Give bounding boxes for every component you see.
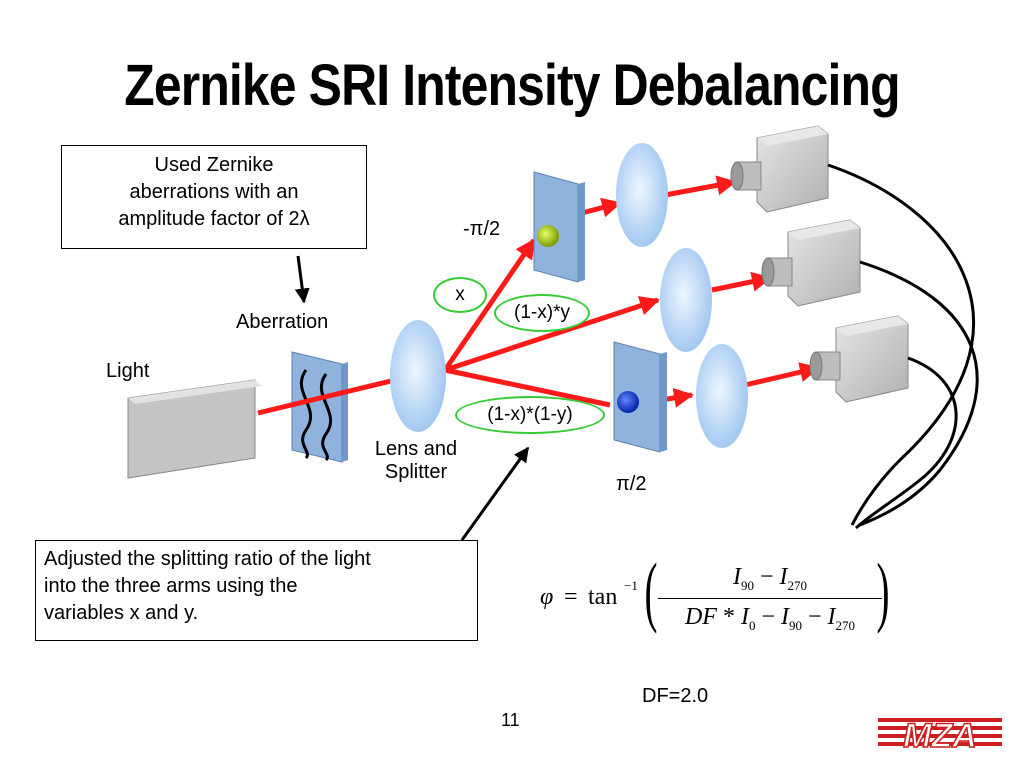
label-minus-pi-over-2: -π/2 bbox=[463, 218, 501, 240]
label-lens-splitter: Lens and Splitter bbox=[356, 438, 476, 484]
page-title: Zernike SRI Intensity Debalancing bbox=[124, 53, 900, 118]
beam-arm-top bbox=[442, 238, 537, 372]
formula-phi: φ bbox=[540, 584, 554, 610]
label-pi-over-2: π/2 bbox=[616, 473, 647, 495]
label-aberration: Aberration bbox=[236, 311, 329, 333]
camera-cables bbox=[827, 163, 979, 530]
formula-right-paren: ) bbox=[876, 547, 890, 634]
oval-one-minus-x-times-y: (1-x)*y bbox=[494, 294, 590, 332]
beam-arm-middle bbox=[444, 296, 660, 373]
camera-top bbox=[730, 125, 829, 213]
label-df: DF=2.0 bbox=[642, 685, 709, 707]
formula-denominator-i: I bbox=[740, 604, 749, 630]
lens-top bbox=[616, 143, 668, 247]
light-source bbox=[127, 379, 262, 479]
pointer-arrow-splitter bbox=[460, 446, 530, 541]
label-lens-line: Lens and bbox=[374, 438, 458, 460]
oval-one-minus-x-times-one-minus-y: (1-x)*(1-y) bbox=[455, 396, 605, 434]
lens-bottom bbox=[696, 344, 748, 448]
note-line: into the three arms using the bbox=[44, 575, 298, 597]
lens-splitter bbox=[390, 320, 446, 432]
formula-minus: − bbox=[759, 564, 774, 590]
formula-tan: tan bbox=[588, 584, 618, 610]
mza-logo-text: MZA bbox=[903, 717, 977, 752]
formula-inverse: −1 bbox=[624, 578, 638, 593]
mza-logo: MZA bbox=[878, 716, 1002, 752]
formula-numerator: I90 − I270 bbox=[660, 564, 880, 594]
formula-equals: = bbox=[564, 584, 578, 610]
beam-top-to-camera bbox=[664, 175, 737, 198]
note-line: Used Zernike bbox=[154, 154, 274, 176]
formula-sub: 270 bbox=[835, 617, 856, 633]
formula-denominator-i: I bbox=[827, 604, 836, 630]
formula-fraction-bar bbox=[658, 598, 882, 599]
aberration-note-box: Used Zernike aberrations with an amplitu… bbox=[61, 145, 367, 249]
oval-x: x bbox=[433, 277, 487, 313]
formula-star: * bbox=[722, 604, 735, 630]
camera-bottom bbox=[809, 315, 909, 403]
note-line: Adjusted the splitting ratio of the ligh… bbox=[44, 548, 371, 570]
formula-denominator-i: I bbox=[781, 604, 789, 630]
aberration-plate bbox=[291, 351, 348, 463]
formula-denominator: DF * I0 − I90 − I270 bbox=[654, 604, 886, 634]
lens-middle bbox=[660, 248, 712, 352]
beam-arm-bottom bbox=[444, 367, 611, 408]
splitting-note-box: Adjusted the splitting ratio of the ligh… bbox=[35, 540, 478, 641]
note-line: variables x and y. bbox=[44, 602, 199, 624]
formula-sub: 90 bbox=[789, 617, 802, 633]
note-line: aberrations with an bbox=[129, 181, 299, 203]
camera-middle bbox=[761, 219, 861, 307]
phase-plate-top bbox=[533, 171, 585, 283]
formula-sub: 90 bbox=[740, 577, 754, 593]
formula-numerator-i: I bbox=[779, 564, 788, 590]
formula-left-paren: ( bbox=[644, 547, 658, 634]
phase-formula: φ = tan −1 ( I90 − I270 DF * I0 − I90 − … bbox=[540, 547, 900, 640]
beam-bottom-to-camera bbox=[744, 362, 820, 388]
phase-plate-bottom bbox=[613, 341, 667, 453]
formula-sub: 0 bbox=[748, 617, 756, 633]
formula-minus: − bbox=[761, 604, 775, 630]
note-line: amplitude factor of 2λ bbox=[118, 208, 310, 230]
page-number: 11 bbox=[501, 710, 520, 730]
formula-sub: 270 bbox=[787, 577, 808, 593]
formula-numerator-i: I bbox=[732, 564, 741, 590]
label-lens-line: Splitter bbox=[384, 461, 448, 483]
formula-minus: − bbox=[808, 604, 822, 630]
pointer-arrow-aberration bbox=[294, 255, 310, 304]
beam-middle-to-camera bbox=[711, 271, 772, 293]
formula-df: DF bbox=[684, 604, 717, 630]
label-light: Light bbox=[106, 360, 150, 382]
